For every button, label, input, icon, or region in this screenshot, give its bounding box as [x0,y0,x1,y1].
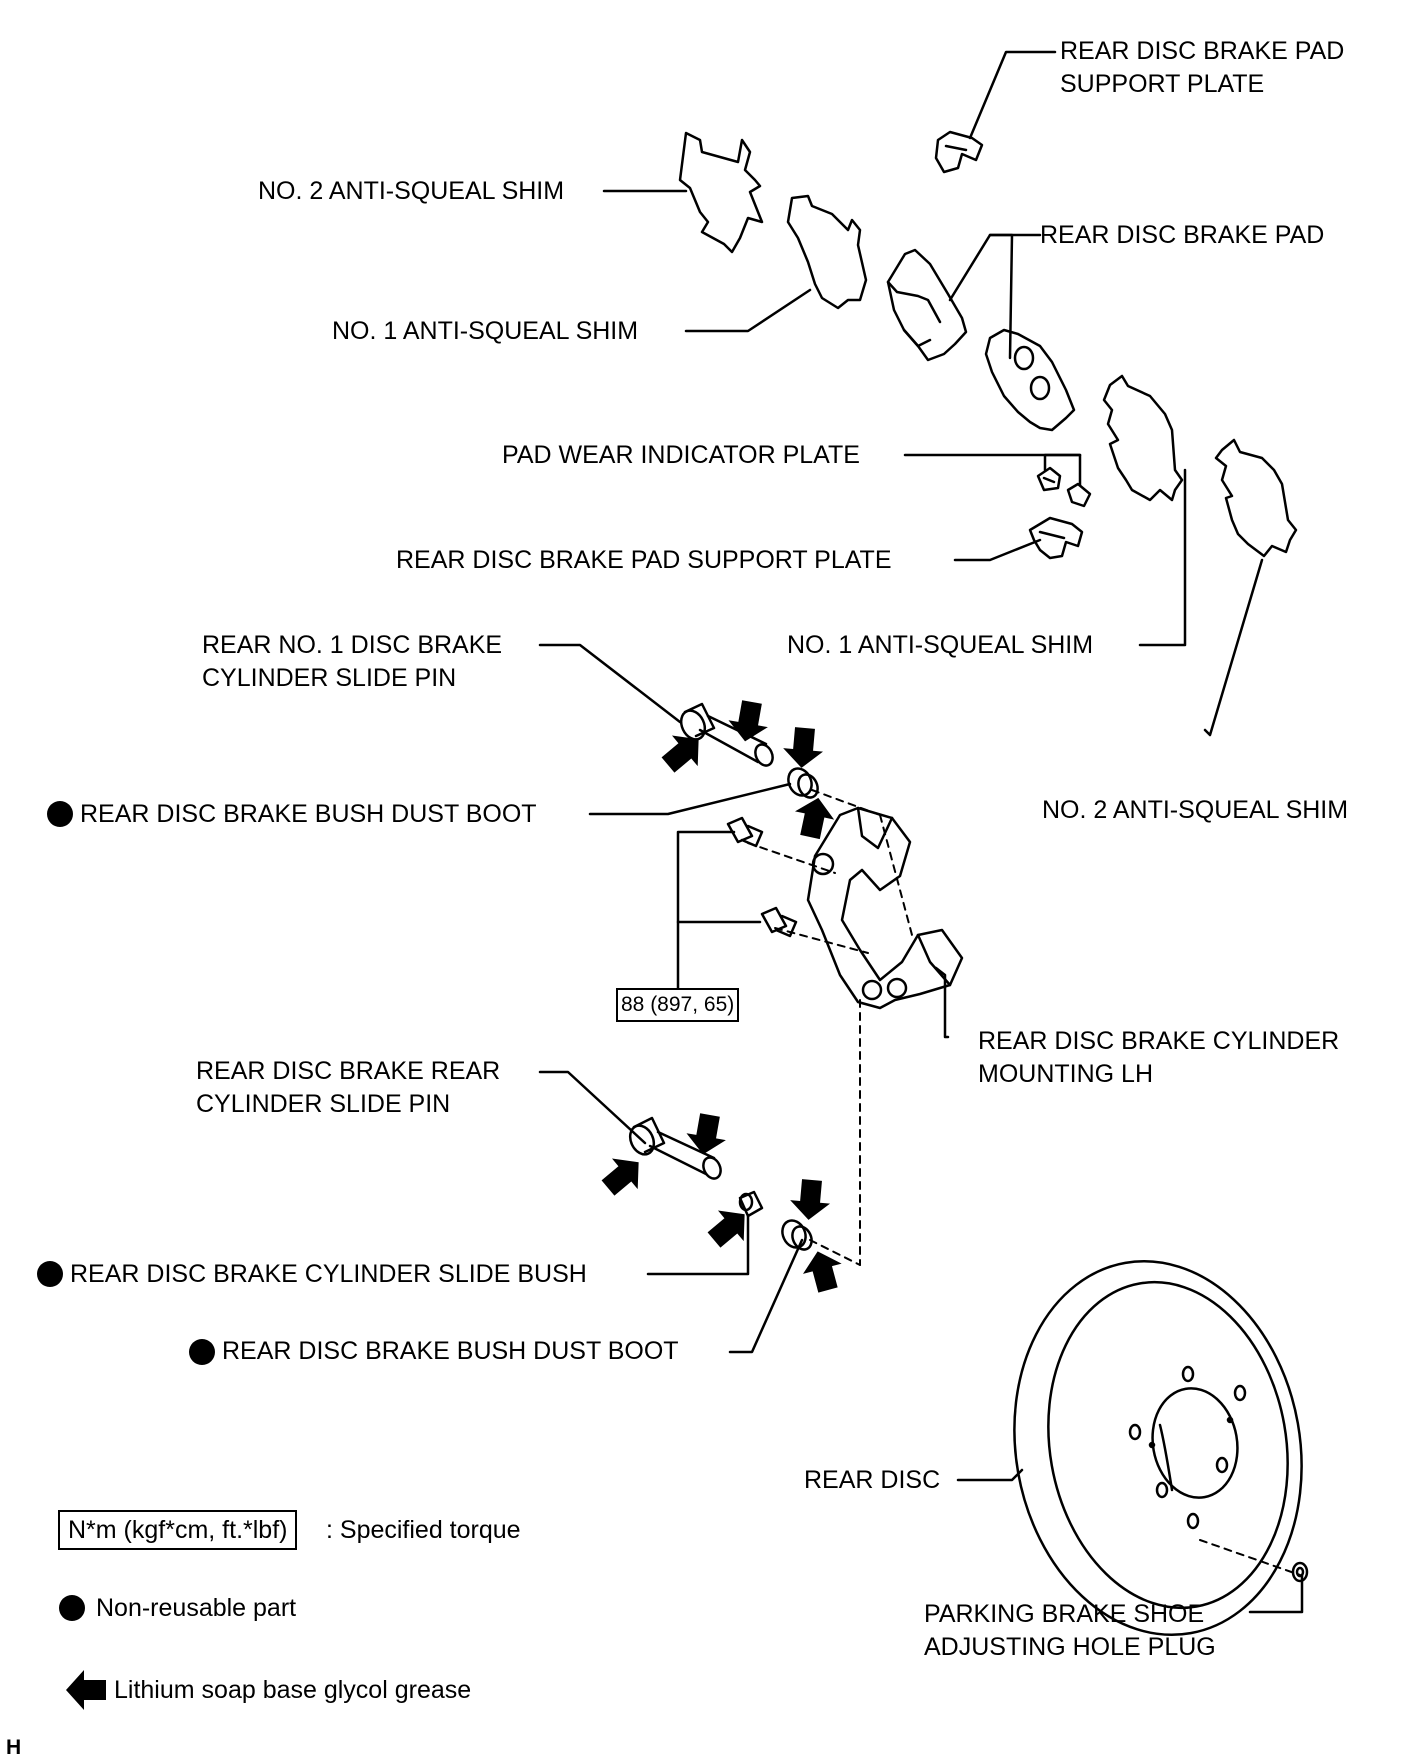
label-brake-pad: REAR DISC BRAKE PAD [1040,221,1325,249]
hole-plug-part [1291,1561,1309,1583]
dust-boot-upper-part [787,767,819,799]
label-rear-slide-pin: REAR DISC BRAKE REAR CYLINDER SLIDE PIN [196,1057,501,1118]
non-reusable-dot-icon [59,1595,85,1621]
cylinder-mounting-part [806,806,964,1010]
non-reusable-dot-icon [189,1339,215,1365]
label-hole-plug: PARKING BRAKE SHOE ADJUSTING HOLE PLUG [924,1600,1216,1661]
grease-arrow-icon [686,1113,726,1155]
brake-pad-part [886,248,968,362]
grease-arrow-icon [802,1251,842,1293]
dust-boot-lower-part [781,1219,813,1251]
grease-arrow-icon [707,1210,745,1248]
grease-arrow-icon [728,700,768,742]
no1-anti-squeal-shim-left-part [786,194,868,310]
label-rear-disc: REAR DISC [804,1466,941,1494]
label-pad-support-plate-top: REAR DISC BRAKE PAD SUPPORT PLATE [1060,37,1345,98]
slide-bush-part [738,1190,764,1218]
leader-lines [538,50,1304,1614]
grease-arrow-icon [790,1179,831,1220]
label-slide-bush: REAR DISC BRAKE CYLINDER SLIDE BUSH [70,1260,587,1288]
non-reusable-dot-icon [47,801,73,827]
label-no2-shim-right: NO. 2 ANTI-SQUEAL SHIM [1042,796,1349,824]
no1-anti-squeal-shim-right-part [1102,374,1184,502]
grease-arrow-icon [601,1158,639,1196]
wear-indicator-plate-part [1036,466,1092,508]
pad-support-plate-top-part [934,130,984,174]
grease-legend-arrow-icon [66,1670,106,1710]
label-cylinder-mounting: REAR DISC BRAKE CYLINDER MOUNTING LH [978,1027,1340,1088]
grease-arrow-icon [783,727,824,768]
non-reusable-dots [37,801,215,1621]
label-dust-boot-upper: REAR DISC BRAKE BUSH DUST BOOT [80,800,537,828]
no2-anti-squeal-shim-left-part [678,131,764,254]
label-pad-support-plate-mid: REAR DISC BRAKE PAD SUPPORT PLATE [396,546,892,574]
label-wear-indicator: PAD WEAR INDICATOR PLATE [502,441,860,469]
torque-bracket [676,830,762,990]
non-reusable-dot-icon [37,1261,63,1287]
label-no1-shim-right: NO. 1 ANTI-SQUEAL SHIM [787,631,1094,659]
pad-support-plate-mid-part [1028,516,1084,560]
legend-torque-box: N*m (kgf*cm, ft.*lbf) [58,1510,298,1550]
legend-non-reusable-text: Non-reusable part [96,1594,297,1622]
alignment-dashes [747,789,1301,1576]
mounting-bolt-lower-part [760,906,798,938]
label-no2-shim-left: NO. 2 ANTI-SQUEAL SHIM [258,177,565,205]
torque-value-box: 88 (897, 65) [616,988,740,1022]
corner-code: H [6,1736,22,1759]
label-dust-boot-lower: REAR DISC BRAKE BUSH DUST BOOT [222,1337,679,1365]
label-slide-pin-no1: REAR NO. 1 DISC BRAKE CYLINDER SLIDE PIN [202,631,503,692]
legend-torque-text: : Specified torque [326,1516,521,1544]
rear-slide-pin-part [628,1116,722,1180]
grease-arrow-icon [661,735,699,773]
slide-pin-no1-part [679,702,774,767]
legend-grease-text: Lithium soap base glycol grease [114,1676,472,1704]
grease-arrows [66,700,842,1710]
mounting-bolt-upper-part [726,816,764,848]
grease-arrow-icon [795,797,835,840]
rear-disc-part [1013,1259,1303,1637]
brake-pad-backing-part [984,328,1076,432]
label-no1-shim-left: NO. 1 ANTI-SQUEAL SHIM [332,317,639,345]
no2-anti-squeal-shim-right-part [1214,438,1298,558]
